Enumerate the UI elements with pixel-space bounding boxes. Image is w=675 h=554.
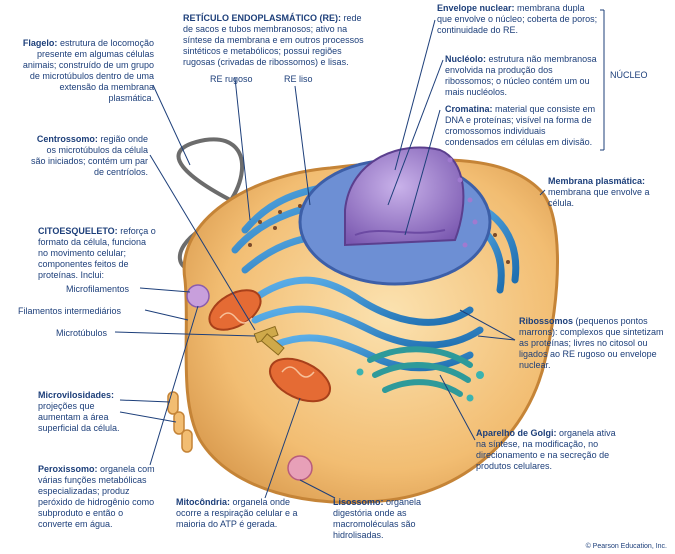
label-microfilamentos: Microfilamentos [66,284,130,294]
er-title: RETÍCULO ENDOPLASMÁTICO (RE): [183,13,341,23]
membrana-description: membrana que envolve a célula. [548,187,650,208]
er-description: rede de sacos e tubos membranosos; ativo… [183,13,364,67]
golgi-title: Aparelho de Golgi: [476,428,557,438]
membrana-title: Membrana plasmática: [548,176,646,186]
mitochondrion-cristae [219,312,315,378]
envelope-description: membrana dupla que envolve o núcleo; cob… [437,3,598,35]
chromatin [354,229,446,236]
centrossomo-description: região onde os microtúbulos da célula sã… [30,134,148,177]
flagelo-description: estrutura de locomoção presente em algum… [22,38,154,103]
nucleolo-title: Nucléolo: [445,54,487,64]
lisossomo-description: organela digestória onde as macromolécul… [333,497,422,540]
flagellum [176,137,244,273]
peroxissomo-title: Peroxissomo: [38,464,98,474]
label-golgi: Aparelho de Golgi: organela ativa na sín… [476,428,616,472]
label-filamentos-intermediarios: Filamentos intermediários [18,306,122,316]
label-flagelo: Flagelo: estrutura de locomoção presente… [20,38,154,104]
label-centrossomo: Centrossomo: região onde os microtúbulos… [30,134,148,178]
microvilosidades-description: projeções que aumentam a área superficia… [38,401,120,433]
nucleolo-description: estrutura não membranosa envolvida na pr… [445,54,597,97]
nucleus-cutaway [344,146,465,247]
credit-text: © Pearson Education, Inc. [585,543,667,550]
mitocondria-title: Mitocôndria: [176,497,230,507]
label-nucleolo: Nucléolo: estrutura não membranosa envol… [445,54,599,98]
citoesqueleto-description: reforça o formato da célula, funciona no… [38,226,156,280]
label-ribossomos: Ribossomos (pequenos pontos marrons): co… [519,316,667,371]
peroxisome [186,284,210,308]
nuclear-pores [447,157,478,248]
flagelo-title: Flagelo: [22,38,58,48]
label-membrana-plasmatica: Membrana plasmática: membrana que envolv… [548,176,658,209]
label-cromatina: Cromatina: material que consiste em DNA … [445,104,601,148]
golgi-vesicles [356,368,484,402]
centrossomo-title: Centrossomo: [36,134,98,144]
envelope-title: Envelope nuclear: [437,3,515,13]
label-er-rough: RE rugoso [210,74,253,84]
cromatina-description: material que consiste em DNA e proteínas… [445,104,596,147]
label-microtubulos: Microtúbulos [56,328,108,338]
ribossomos-description: (pequenos pontos marrons): complexos que… [519,316,664,370]
lisossomo-title: Lisossomo: [333,497,384,507]
label-microvilosidades: Microvilosidades: projeções que aumentam… [38,390,120,434]
ribossomos-title: Ribossomos [519,316,574,326]
centrosome [253,325,285,356]
label-er-smooth: RE liso [284,74,313,84]
cromatina-title: Cromatina: [445,104,493,114]
label-mitocondria: Mitocôndria: organela onde ocorre a resp… [176,497,316,530]
golgi-description: organela ativa na síntese, na modificaçã… [476,428,616,471]
label-peroxissomo: Peroxissomo: organela com várias funções… [38,464,156,530]
microvilosidades-title: Microvilosidades: [38,390,115,400]
label-nucleo: NÚCLEO [610,70,648,80]
label-citoesqueleto: CITOESQUELETO: reforça o formato da célu… [38,226,158,281]
golgi-apparatus [367,346,473,397]
label-er: RETÍCULO ENDOPLASMÁTICO (RE): rede de sa… [183,13,373,68]
mitocondria-description: organela onde ocorre a respiração celula… [176,497,298,529]
leader-lines [114,9,605,499]
label-envelope-nuclear: Envelope nuclear: membrana dupla que env… [437,3,599,36]
label-lisossomo: Lisossomo: organela digestória onde as m… [333,497,439,541]
peroxissomo-description: organela com várias funções metabólicas … [38,464,155,529]
lysosome [287,455,313,481]
citoesqueleto-title: CITOESQUELETO: [38,226,118,236]
